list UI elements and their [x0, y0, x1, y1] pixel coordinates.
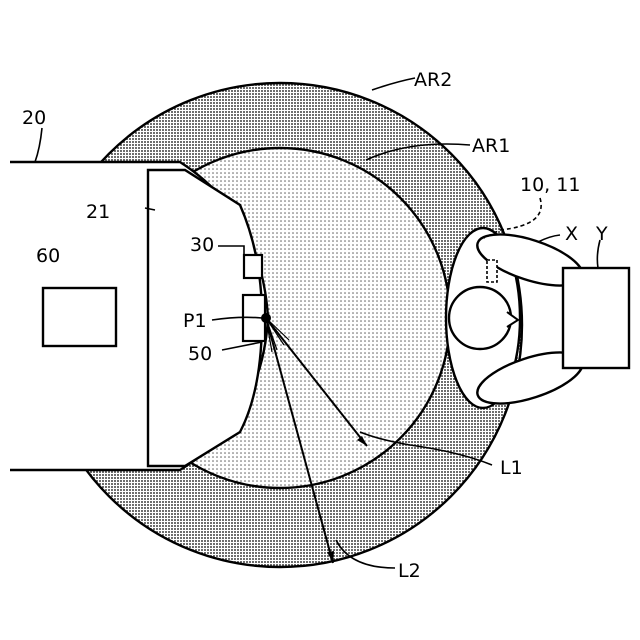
label-unit-60: 60 — [36, 245, 60, 267]
label-person-x: X — [565, 223, 578, 245]
device-10-11 — [487, 260, 497, 282]
person-y-box — [563, 268, 629, 368]
unit-box-60 — [43, 288, 116, 346]
label-device-10-11: 10, 11 — [520, 174, 580, 196]
label-seat-21: 21 — [86, 201, 110, 223]
label-line-l2: L2 — [398, 560, 421, 582]
label-line-l1: L1 — [500, 457, 523, 479]
label-ar1: AR1 — [472, 135, 510, 157]
label-sensor-30: 30 — [190, 234, 214, 256]
label-ar2: AR2 — [414, 69, 452, 91]
sensor-box-30 — [244, 255, 262, 278]
point-p1 — [261, 313, 271, 323]
label-person-y: Y — [595, 223, 608, 245]
label-vehicle-20: 20 — [22, 107, 46, 129]
label-sensor-50: 50 — [188, 343, 212, 365]
label-point-p1: P1 — [183, 310, 207, 332]
